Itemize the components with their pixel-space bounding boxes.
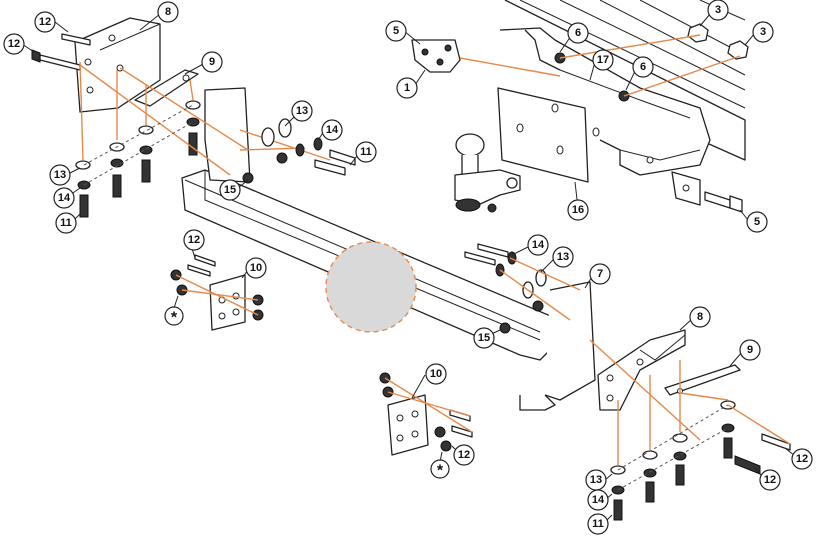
callout-12: 12 — [759, 469, 781, 491]
svg-text:*: * — [437, 463, 444, 480]
svg-text:15: 15 — [224, 184, 236, 196]
svg-text:11: 11 — [60, 217, 72, 229]
callout-1: 1 — [396, 77, 418, 99]
callout-5: 5 — [746, 211, 768, 233]
svg-text:1: 1 — [404, 82, 410, 94]
svg-text:9: 9 — [747, 344, 753, 356]
right-upper-fasteners — [464, 243, 581, 334]
svg-text:14: 14 — [532, 239, 545, 251]
callout-13: 13 — [49, 164, 71, 186]
callout-12: 12 — [3, 33, 25, 55]
callout-10: 10 — [245, 257, 267, 279]
callout-9: 9 — [201, 51, 223, 73]
callout-16: 16 — [567, 199, 589, 221]
svg-text:14: 14 — [58, 192, 71, 204]
image-placeholder — [325, 241, 417, 333]
svg-text:13: 13 — [54, 169, 66, 181]
svg-text:14: 14 — [326, 124, 339, 136]
clamp-plate-10 — [170, 254, 264, 331]
callout-17: 17 — [592, 49, 614, 71]
callout-13: 13 — [291, 100, 313, 122]
svg-text:12: 12 — [188, 234, 200, 246]
callout-15: 15 — [473, 327, 495, 349]
svg-text:16: 16 — [572, 204, 584, 216]
svg-text:6: 6 — [640, 61, 646, 73]
callout-3: 3 — [707, 0, 729, 21]
svg-text:13: 13 — [590, 474, 602, 486]
vehicle-chassis-rail — [499, 0, 746, 176]
bolt-5 — [671, 171, 743, 213]
callout-15: 15 — [219, 179, 241, 201]
callout-12: 12 — [183, 229, 205, 251]
bracket-8 — [74, 17, 161, 113]
callout-asterisk: * — [164, 306, 184, 327]
nut-3 — [687, 23, 749, 60]
strap-9 — [134, 69, 199, 107]
bracket-8-right — [597, 329, 686, 411]
svg-text:12: 12 — [796, 453, 808, 465]
callout-asterisk: * — [430, 459, 450, 480]
callout-11: 11 — [587, 513, 609, 535]
svg-text:13: 13 — [296, 105, 308, 117]
svg-text:12: 12 — [39, 16, 51, 28]
callout-3: 3 — [752, 21, 774, 43]
svg-text:3: 3 — [715, 4, 721, 16]
fastener-stack-right — [589, 339, 791, 521]
svg-text:8: 8 — [697, 311, 703, 323]
bolt-12 — [31, 33, 91, 71]
callout-12: 12 — [453, 444, 475, 466]
callout-8: 8 — [157, 1, 179, 23]
svg-text:10: 10 — [250, 262, 262, 274]
bracket-1 — [411, 39, 461, 73]
callout-11: 11 — [55, 212, 77, 234]
callout-10: 10 — [425, 363, 447, 385]
clamp-plate-10-lower — [379, 372, 473, 456]
strap-9-right — [664, 364, 741, 396]
svg-text:5: 5 — [393, 25, 399, 37]
callout-9: 9 — [739, 339, 761, 361]
callout-8: 8 — [689, 306, 711, 328]
callout-14: 14 — [53, 187, 75, 209]
tow-ball — [454, 133, 521, 213]
callout-12: 12 — [34, 11, 56, 33]
svg-text:12: 12 — [458, 449, 470, 461]
svg-text:11: 11 — [592, 518, 604, 530]
callout-13: 13 — [552, 246, 574, 268]
svg-text:12: 12 — [8, 38, 20, 50]
svg-text:14: 14 — [592, 494, 605, 506]
svg-text:3: 3 — [760, 26, 766, 38]
callout-14: 14 — [527, 234, 549, 256]
callout-7: 7 — [589, 263, 611, 285]
svg-text:12: 12 — [764, 474, 776, 486]
callout-14: 14 — [321, 119, 343, 141]
svg-text:7: 7 — [597, 268, 603, 280]
backing-plate-16 — [497, 87, 600, 183]
svg-text:8: 8 — [165, 6, 171, 18]
callout-5: 5 — [385, 20, 407, 42]
callout-13: 13 — [585, 469, 607, 491]
callout-6: 6 — [567, 22, 589, 44]
svg-text:9: 9 — [209, 56, 215, 68]
svg-text:11: 11 — [360, 146, 372, 158]
callout-11: 11 — [355, 141, 377, 163]
svg-text:5: 5 — [754, 216, 760, 228]
svg-text:13: 13 — [557, 251, 569, 263]
callout-12: 12 — [791, 448, 813, 470]
callout-14: 14 — [587, 489, 609, 511]
svg-text:*: * — [171, 310, 178, 327]
svg-text:17: 17 — [597, 54, 609, 66]
callout-6: 6 — [632, 56, 654, 78]
svg-text:15: 15 — [478, 332, 490, 344]
svg-text:10: 10 — [430, 368, 442, 380]
bolts-11-right-of-plate — [242, 118, 356, 184]
svg-text:6: 6 — [575, 27, 581, 39]
